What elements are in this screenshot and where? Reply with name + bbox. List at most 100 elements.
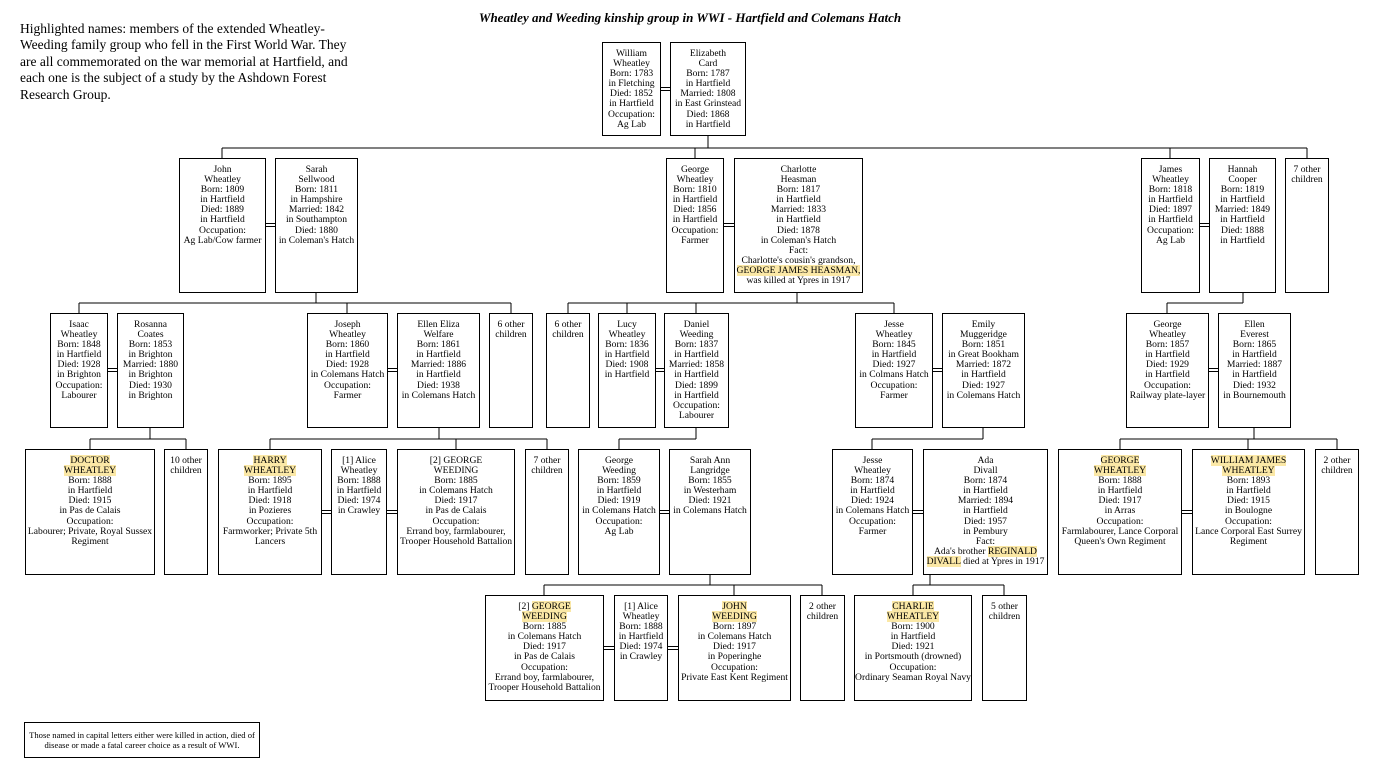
person-line: Born: 1888 <box>337 475 381 487</box>
person-line: Sellwood <box>298 174 335 186</box>
person-line: was killed at Ypres in 1917 <box>746 275 851 287</box>
person-line: children <box>495 329 527 341</box>
person-line: Charlotte's cousin's grandson, <box>741 254 856 266</box>
person-line: WILLIAM JAMES <box>1210 455 1287 466</box>
person-line: Coates <box>137 329 164 341</box>
person-line: Died: 1921 <box>688 495 732 507</box>
person-line: Born: 1787 <box>686 68 730 80</box>
person-line: Occupation: <box>671 224 719 236</box>
person-line: Occupation: <box>870 379 918 391</box>
person-line: [2] GEORGE <box>429 455 483 466</box>
person-line: Private East Kent Regiment <box>681 671 788 683</box>
person-line: Occupation: <box>1144 379 1191 391</box>
page-title: Wheatley and Weeding kinship group in WW… <box>478 10 902 25</box>
person-line: in Hartfield <box>1145 369 1190 381</box>
person-line: Married: 1886 <box>410 359 467 371</box>
person-line: Died: 1915 <box>1227 495 1270 507</box>
person-line: Born: 1885 <box>522 621 567 633</box>
person-line: Died: 1852 <box>610 88 653 100</box>
person-line: in Crawley <box>337 505 381 517</box>
person-line: Occupation: <box>1147 224 1194 236</box>
person-line: Born: 1888 <box>1098 475 1142 487</box>
person-line: Ag Lab/Cow farmer <box>183 234 262 246</box>
person-line: in Colemans Hatch <box>401 389 476 401</box>
person-line: Occupation: <box>55 379 103 391</box>
person-line: Wheatley <box>613 58 650 70</box>
person-line: in Westerham <box>683 485 737 497</box>
person-line: in East Grinstead <box>674 98 742 110</box>
person-line: Married: 1842 <box>288 204 345 216</box>
person-line: in Colemans Hatch <box>673 505 747 517</box>
person-line: Ada <box>977 455 994 466</box>
person-line: in Hartfield <box>416 349 461 361</box>
person-line: Regiment <box>1229 535 1268 547</box>
person-line: in Hartfield <box>674 369 719 381</box>
person-line: Wheatley <box>854 465 891 477</box>
person-line: Wheatley <box>622 611 660 623</box>
person-line: Married: 1858 <box>668 359 725 371</box>
person-line: Died: 1928 <box>57 359 101 371</box>
person-line: Died: 1957 <box>964 515 1007 527</box>
person-line: Born: 1783 <box>609 68 654 80</box>
person-line: in Hartfield <box>604 349 650 361</box>
person-line: in Hartfield <box>1220 214 1265 226</box>
person-line: Wheatley <box>340 465 378 477</box>
person-line: Born: 1811 <box>294 184 339 196</box>
person-line: in Southampton <box>285 214 348 226</box>
highlighted-name: DIVALL <box>926 555 961 567</box>
person-line: Daniel <box>683 319 710 330</box>
person-line: in Fletching <box>608 78 655 90</box>
person-line: in Hartfield <box>1148 214 1193 226</box>
intro-text: Highlighted names: members of the extend… <box>20 21 348 102</box>
person-line: Died: 1888 <box>1221 224 1264 236</box>
person-line: in Pas de Calais <box>425 505 487 517</box>
person-line: in Hartfield <box>336 485 382 497</box>
person-line: in Hartfield <box>674 389 719 401</box>
person-line: children <box>1291 174 1323 186</box>
person-line: Occupation: <box>521 661 568 673</box>
person-line: Married: 1808 <box>680 88 736 100</box>
person-line: Born: 1865 <box>1232 339 1277 351</box>
person-line: Died: 1917 <box>713 641 756 653</box>
person-line: in Hartfield <box>200 194 245 206</box>
person-line: Wheatley <box>1149 329 1186 341</box>
person-line: in Portsmouth (drowned) <box>864 651 962 663</box>
person-line: Card <box>698 58 718 70</box>
person-line: in Hartfield <box>871 349 917 361</box>
person-line: Born: 1885 <box>434 475 478 487</box>
person-line: in Pas de Calais <box>513 651 576 663</box>
person-line: in Hartfield <box>1220 234 1265 246</box>
person-line: Died: 1932 <box>1233 379 1276 391</box>
person-line: Ag Lab <box>604 525 634 537</box>
person-line: Sarah <box>305 164 328 175</box>
person-line: in Hartfield <box>672 214 718 226</box>
person-line: William <box>615 48 648 59</box>
person-line: in Hampshire <box>290 194 343 206</box>
highlighted-name: REGINALD <box>987 545 1037 557</box>
person-line: Occupation: <box>199 224 246 236</box>
person-line: Born: 1810 <box>673 184 717 196</box>
person-line: Died: 1880 <box>295 224 338 236</box>
person-line: Born: 1893 <box>1226 475 1271 487</box>
person-line: Joseph <box>334 319 361 330</box>
person-line: Occupation: <box>432 515 480 527</box>
person-line: WEEDING <box>433 465 479 477</box>
person-line: Farmer <box>333 389 362 401</box>
person-line: Sarah Ann <box>689 455 731 466</box>
person-line: Died: 1938 <box>417 379 460 391</box>
person-line: in Colmans Hatch <box>859 369 929 381</box>
